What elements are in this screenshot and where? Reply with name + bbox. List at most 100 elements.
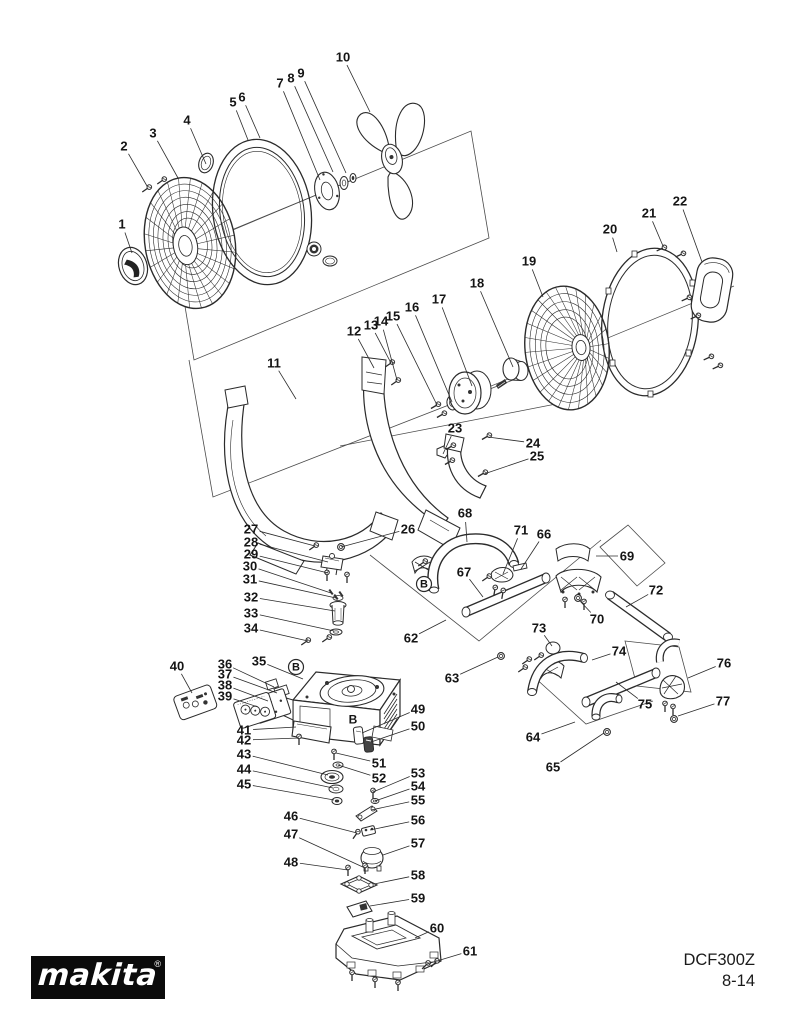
- part-label-53: 53: [411, 766, 425, 781]
- pin: [333, 593, 339, 601]
- part-label-44: 44: [237, 762, 252, 777]
- part-39-membrane-switch: [233, 692, 277, 729]
- leader-6: [245, 105, 261, 139]
- part-label-74: 74: [612, 644, 627, 659]
- part-56-bracket: [361, 825, 376, 837]
- screw: [477, 469, 489, 478]
- part-59-plate: [346, 900, 373, 918]
- part-label-50: 50: [411, 719, 425, 734]
- leader-26: [340, 530, 400, 548]
- part-label-76: 76: [717, 656, 731, 671]
- leader-60: [414, 931, 429, 939]
- leader-34: [259, 629, 309, 642]
- part-41-battery-plate: [291, 720, 332, 744]
- leader-3: [157, 140, 179, 179]
- b-marker-label: B: [349, 713, 358, 727]
- leader-2: [128, 153, 148, 187]
- leader-48: [299, 862, 349, 871]
- part-label-58: 58: [411, 868, 425, 883]
- screw: [712, 362, 724, 370]
- leader-55: [370, 801, 410, 811]
- part-label-70: 70: [590, 612, 604, 627]
- leader-18: [480, 291, 514, 368]
- screw: [481, 573, 493, 582]
- part-label-72: 72: [649, 583, 663, 598]
- leader-35: [267, 664, 304, 680]
- leader-75: [615, 681, 639, 699]
- part-label-7: 7: [276, 76, 283, 91]
- screw: [670, 703, 676, 715]
- b-markers: BBB: [287, 575, 433, 727]
- part-9-nut: [349, 173, 357, 183]
- screw: [581, 598, 587, 610]
- model-number: DCF300Z: [683, 951, 755, 969]
- screw: [430, 401, 442, 410]
- screw: [372, 976, 378, 988]
- part-label-21: 21: [642, 206, 656, 221]
- nameplate: [371, 725, 394, 742]
- leader-50: [370, 728, 410, 743]
- part-label-61: 61: [463, 944, 477, 959]
- part-label-28: 28: [244, 535, 258, 550]
- part-67-support-pipe: [461, 572, 551, 618]
- b-marker-circle: [415, 575, 433, 593]
- leader-62: [418, 619, 447, 635]
- part-label-8: 8: [287, 71, 294, 86]
- part-label-48: 48: [284, 855, 298, 870]
- part-17-motor-case: [448, 370, 492, 415]
- screw: [421, 960, 431, 970]
- nut: [497, 652, 505, 660]
- part-20-rear-ring: [600, 247, 700, 398]
- part-label-40: 40: [170, 659, 184, 674]
- part-label-12: 12: [347, 324, 361, 339]
- leader-70: [578, 599, 592, 613]
- part-label-22: 22: [673, 194, 687, 209]
- leader-56: [369, 821, 410, 831]
- leader-15: [396, 323, 438, 406]
- screw: [308, 542, 320, 551]
- part-label-19: 19: [522, 254, 536, 269]
- screw: [521, 656, 533, 665]
- part-label-51: 51: [372, 756, 386, 771]
- screw: [656, 244, 668, 252]
- grille: [524, 285, 610, 411]
- leader-63: [460, 656, 499, 675]
- document-footer: DCF300Z 8-14: [683, 950, 755, 991]
- screw: [321, 634, 333, 643]
- screw: [533, 652, 545, 661]
- construction-line: [599, 524, 666, 587]
- leader-39: [233, 698, 259, 708]
- leader-22: [682, 209, 703, 263]
- screw: [370, 787, 376, 799]
- part-label-9: 9: [297, 66, 304, 81]
- leader-59: [369, 899, 410, 907]
- b-marker-label: B: [292, 662, 300, 674]
- leader-24: [487, 436, 525, 443]
- leader-38: [233, 687, 269, 702]
- screw: [436, 410, 448, 419]
- leader-12: [357, 338, 375, 369]
- grille: [143, 176, 237, 310]
- registered-trademark-icon: ®: [154, 959, 161, 969]
- part-label-68: 68: [458, 506, 472, 521]
- screw: [390, 377, 402, 386]
- leader-21: [652, 221, 664, 247]
- leader-47: [299, 837, 366, 869]
- part-label-60: 60: [430, 921, 444, 936]
- part-label-39: 39: [218, 689, 232, 704]
- leader-54: [374, 788, 410, 802]
- part-label-6: 6: [238, 90, 245, 105]
- screw: [141, 184, 153, 193]
- leader-25: [483, 458, 529, 475]
- part-label-25: 25: [530, 449, 544, 464]
- part-label-52: 52: [372, 771, 386, 786]
- part-label-65: 65: [546, 760, 560, 775]
- leader-44: [252, 770, 334, 789]
- screw: [344, 571, 350, 583]
- part-4-ring: [198, 152, 214, 174]
- leader-43: [252, 755, 329, 776]
- part-label-36: 36: [218, 657, 232, 672]
- part-label-54: 54: [411, 779, 426, 794]
- leader-61: [426, 953, 462, 965]
- leader-67: [469, 578, 484, 598]
